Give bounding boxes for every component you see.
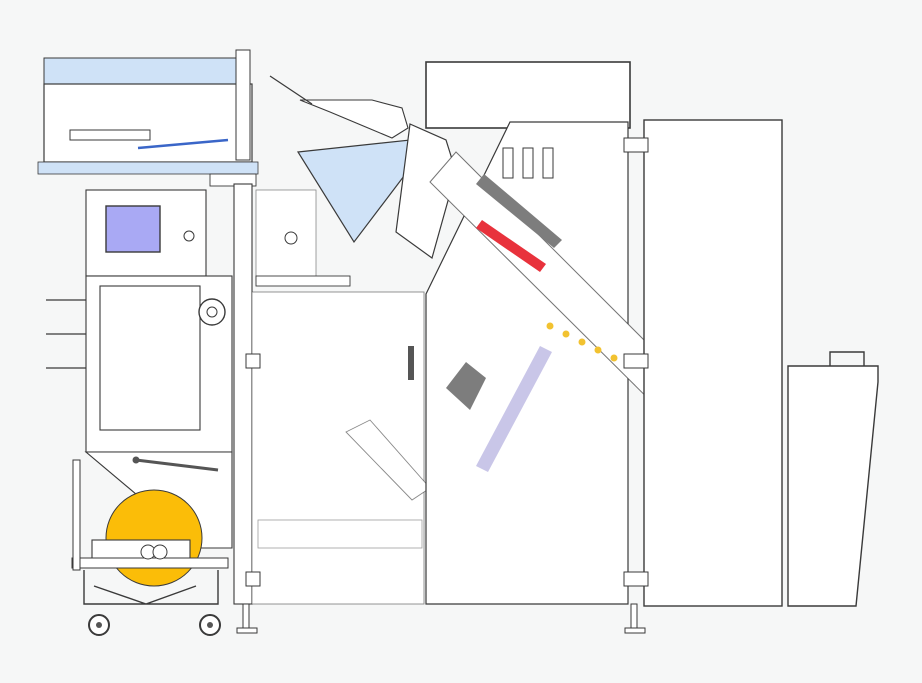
cabinet-window <box>99 285 201 431</box>
gold-part-2 <box>562 330 570 338</box>
middle-section-group <box>251 189 438 605</box>
middle-rail <box>255 275 351 287</box>
operator-screen <box>105 205 161 253</box>
top-conveyor-bracket <box>209 173 257 187</box>
middle-frame <box>251 291 425 605</box>
tension-arm-pivot <box>132 456 140 464</box>
middle-lower-slot <box>257 519 423 549</box>
reel-hub-2 <box>152 544 168 560</box>
gray-block <box>446 362 486 410</box>
lavender-guide <box>476 346 552 472</box>
gold-part-3 <box>578 338 586 346</box>
top-conveyor-body <box>43 83 253 163</box>
hinge-icon <box>623 353 649 369</box>
gold-part-4 <box>594 346 602 354</box>
film-reel <box>105 489 203 587</box>
hinge-icon <box>623 571 649 587</box>
top-roller-post <box>235 49 251 161</box>
control-knob <box>183 230 195 242</box>
cart-frame <box>83 570 219 605</box>
seal-jaw-1 <box>502 147 514 179</box>
hopper-housing <box>299 99 409 139</box>
top-conveyor-blue-strip <box>137 138 229 150</box>
cart-post <box>72 459 81 571</box>
gold-part-5 <box>610 354 618 362</box>
right-door-group <box>245 119 879 607</box>
red-heater-bar <box>476 220 546 272</box>
bin-handle <box>829 351 865 366</box>
top-conveyor-rail <box>69 129 151 141</box>
hinge-icon <box>245 571 261 587</box>
right-door <box>643 119 783 607</box>
gray-carriage-bar <box>476 174 562 248</box>
top-conveyor-band <box>43 57 241 85</box>
seal-jaw-3 <box>542 147 554 179</box>
collection-bin <box>787 365 879 607</box>
hinge-icon <box>623 137 649 153</box>
left-frame-group <box>37 49 259 636</box>
handwheel-icon <box>198 298 226 326</box>
hopper-strut <box>269 75 313 105</box>
leveling-foot-icon <box>624 603 646 634</box>
control-box <box>425 61 631 129</box>
central-column <box>233 183 253 605</box>
seal-jaw-2 <box>522 147 534 179</box>
hopper-group <box>269 75 457 259</box>
top-conveyor-lip <box>37 161 259 175</box>
gold-part-1 <box>546 322 554 330</box>
leveling-foot-icon <box>236 603 258 634</box>
reel-base-plate <box>71 557 229 569</box>
tension-arm <box>135 458 219 472</box>
middle-pulley <box>284 231 298 245</box>
caster-wheel-icon <box>88 614 110 636</box>
hopper-chute-right <box>395 123 457 259</box>
right-cabinet-panel <box>425 121 629 605</box>
middle-gauge-1 <box>408 346 414 380</box>
hinge-icon <box>245 353 261 369</box>
caster-wheel-icon <box>199 614 221 636</box>
